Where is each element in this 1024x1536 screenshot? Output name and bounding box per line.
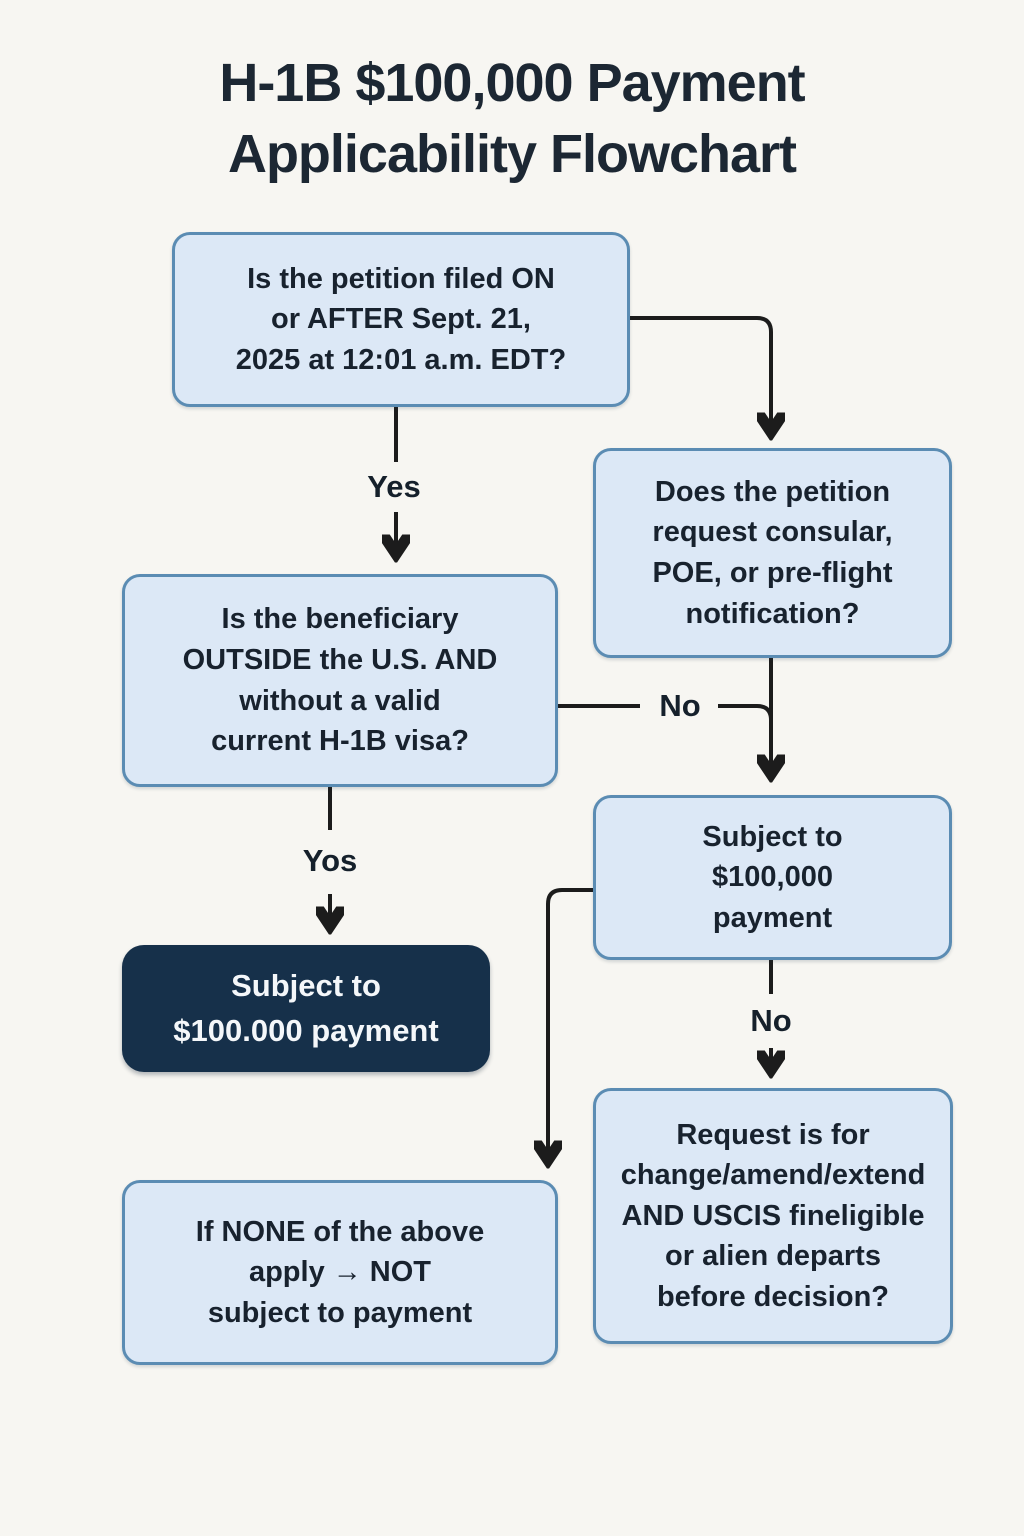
edge-label-yos: Yos [302, 843, 358, 878]
node-petition-filed-question: Is the petition filed ON or AFTER Sept. … [172, 232, 630, 407]
node-beneficiary-outside-question: Is the beneficiary OUTSIDE the U.S. AND … [122, 574, 558, 787]
edge-beneficiary-no-right [718, 704, 773, 721]
edge-filed-to-consular [630, 316, 771, 432]
node-consular-notification-question: Does the petition request consular, POE,… [593, 448, 952, 658]
edge-subject-to-none [548, 888, 593, 1160]
edge-label-no-lower: No [750, 1003, 792, 1038]
edge-label-no-middle: No [659, 688, 701, 723]
node-subject-to-payment-dark: Subject to $100.000 payment [122, 945, 490, 1072]
node-subject-to-payment-right: Subject to $100,000 payment [593, 795, 952, 960]
node-not-subject-to-payment: If NONE of the above apply → NOT subject… [122, 1180, 558, 1365]
node-change-amend-extend-question: Request is for change/amend/extend AND U… [593, 1088, 953, 1344]
edge-label-yes: Yes [367, 469, 421, 504]
page-title: H-1B $100,000 Payment Applicability Flow… [219, 53, 805, 185]
